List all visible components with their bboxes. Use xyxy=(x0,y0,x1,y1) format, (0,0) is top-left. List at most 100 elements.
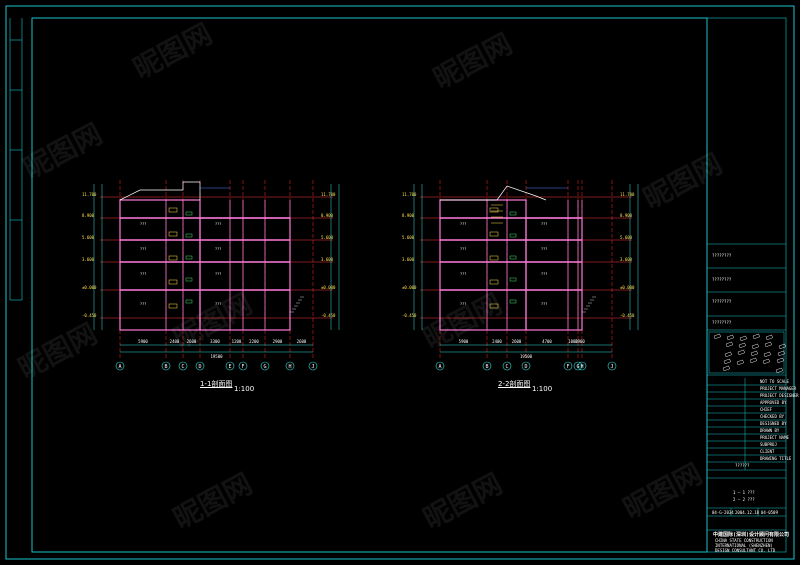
title-block-label: CHIEF xyxy=(760,407,773,412)
site-plan-block xyxy=(778,343,786,350)
room-label: ??? xyxy=(460,222,466,226)
site-plan-block xyxy=(764,341,772,348)
level-mark: -0.450 xyxy=(82,313,97,318)
level-mark: -0.450 xyxy=(620,313,635,318)
roof-line xyxy=(440,185,547,201)
axis-bubble xyxy=(225,361,235,371)
level-mark: 8.900 xyxy=(321,213,334,218)
company-name-en-3: DESIGN CONSULTANT CO. LTD xyxy=(715,548,776,553)
window-detail xyxy=(489,207,499,213)
window-detail xyxy=(168,231,178,237)
window-detail xyxy=(185,277,193,282)
axis-label: D xyxy=(198,364,201,370)
axis-label: B xyxy=(485,364,488,370)
title-block-label: PROJECT NAME xyxy=(760,435,789,440)
date-mid: 2004.12.18 xyxy=(735,510,760,515)
room-label: ??? xyxy=(541,222,547,226)
axis-label: J xyxy=(311,364,314,370)
room-label: ??? xyxy=(460,247,466,251)
axis-label: F xyxy=(241,364,244,370)
dimension-text: 2600 xyxy=(512,339,522,344)
level-mark: 5.600 xyxy=(321,235,334,240)
site-plan-block xyxy=(736,359,744,366)
window-detail xyxy=(489,279,499,285)
dimension-text: 2900 xyxy=(575,339,585,344)
legend-line-2: 2 — 2 ??? xyxy=(733,497,755,502)
roof-line xyxy=(119,181,201,201)
level-mark: 5.600 xyxy=(402,235,415,240)
window-detail xyxy=(489,303,499,309)
axis-bubble xyxy=(115,361,125,371)
site-plan-block xyxy=(776,357,784,364)
title-block-label: NOT TO SCALE xyxy=(760,379,789,384)
dimension-text: 2600 xyxy=(187,339,197,344)
window-detail xyxy=(168,255,178,261)
axis-label: H xyxy=(580,364,583,370)
site-plan-block xyxy=(765,334,773,341)
axis-bubble xyxy=(521,361,531,371)
title-block-label: PROJECT MANAGER xyxy=(760,386,797,391)
axis-label: A xyxy=(118,364,121,370)
axis-bubble xyxy=(308,361,318,371)
title-block-label: DRAWING TITLE xyxy=(760,456,792,461)
site-plan-block xyxy=(752,333,760,340)
title-block-label: APPROVED BY xyxy=(760,400,787,405)
room-label: ??? xyxy=(140,272,146,276)
legend-line-1: 1 — 1 ??? xyxy=(733,490,755,495)
dimension-text: 2900 xyxy=(273,339,283,344)
title-block-label: CLIENT xyxy=(760,449,775,454)
dimension-text: 2600 xyxy=(297,339,307,344)
axis-bubble xyxy=(502,361,512,371)
binding-strip xyxy=(9,18,23,301)
axis-bubble xyxy=(260,361,270,371)
title-block-label: DESIGNED BY xyxy=(760,421,787,426)
axis-label: C xyxy=(181,364,184,370)
room-label: ??? xyxy=(215,272,221,276)
date-left: 04-G-2034 xyxy=(712,510,734,515)
dimension-text: 1200 xyxy=(232,339,242,344)
level-mark: 11.700 xyxy=(402,192,417,197)
dimension-text: 1000 xyxy=(568,339,578,344)
dimension-text: 2200 xyxy=(249,339,259,344)
title-block-field: ???????? xyxy=(712,299,732,304)
room-label: ??? xyxy=(541,302,547,306)
title-block-field: ???????? xyxy=(712,277,732,282)
section-2-scale: 1:100 xyxy=(532,385,553,393)
dimension-text: 19500 xyxy=(210,354,223,359)
company-name-en-1: CHINA STATE CONSTRUCTION xyxy=(715,538,773,543)
window-detail xyxy=(168,303,178,309)
site-plan-block xyxy=(738,342,746,349)
site-plan-block xyxy=(725,341,733,348)
axis-bubble xyxy=(573,361,583,371)
axis-bubble xyxy=(482,361,492,371)
axis-bubble xyxy=(435,361,445,371)
site-plan-block xyxy=(750,350,758,357)
level-mark: 8.900 xyxy=(402,213,415,218)
inner-frame xyxy=(31,17,708,553)
wall-outline xyxy=(439,199,527,331)
room-label: ??? xyxy=(140,302,146,306)
dimension-text: 19500 xyxy=(520,354,533,359)
window-detail xyxy=(168,207,178,213)
axis-label: G xyxy=(263,364,266,370)
room-label: ??? xyxy=(460,302,466,306)
title-block-field: ???????? xyxy=(712,320,732,325)
axis-label: E xyxy=(228,364,231,370)
room-label: ??? xyxy=(140,247,146,251)
axis-bubble xyxy=(178,361,188,371)
axis-label: B xyxy=(164,364,167,370)
site-plan-block xyxy=(777,350,785,357)
room-label: ??? xyxy=(215,247,221,251)
room-label: ??? xyxy=(140,222,146,226)
axis-bubble xyxy=(161,361,171,371)
window-detail xyxy=(489,255,499,261)
site-plan-block xyxy=(739,335,747,342)
section-1-title: 1-1剖面图 xyxy=(200,380,233,388)
axis-bubble xyxy=(285,361,295,371)
window-detail xyxy=(509,211,517,216)
drawing-title-value: ?????? xyxy=(735,463,750,468)
company-name-en-2: INTERNATIONAL (SHENZHEN) xyxy=(715,543,773,548)
site-plan-block xyxy=(726,334,734,341)
room-label: ??? xyxy=(460,272,466,276)
